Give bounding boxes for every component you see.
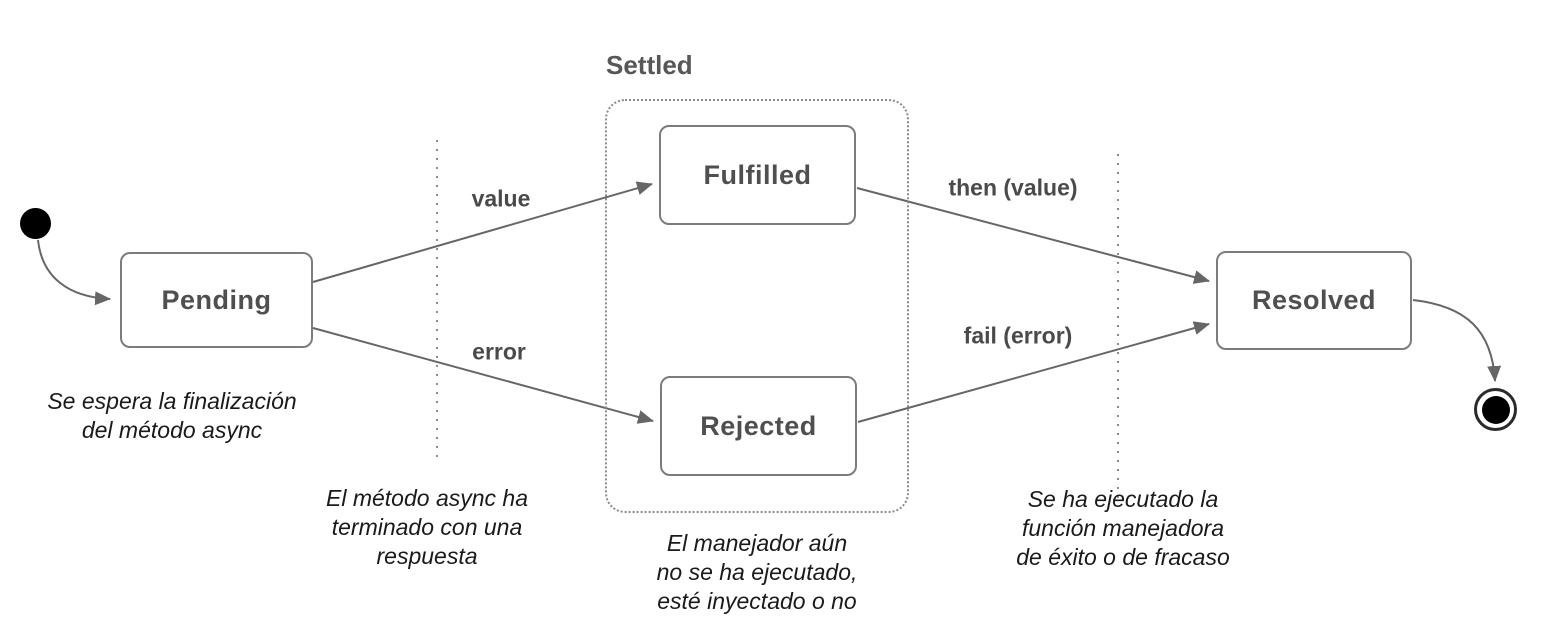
edge-label-error: error: [472, 338, 526, 365]
state-pending: Pending: [120, 252, 313, 348]
note-line: Se espera la finalización: [47, 388, 297, 414]
note-pending-state: Se espera la finalización del método asy…: [47, 387, 296, 445]
note-handler-not-executed: El manejador aún no se ha ejecutado, est…: [657, 529, 858, 617]
state-resolved: Resolved: [1216, 251, 1412, 350]
edge-pending-to-fulfilled: [312, 181, 653, 283]
note-line: función manejadora: [1021, 515, 1225, 542]
note-line: El manejador aún: [666, 530, 848, 556]
note-line: terminado con una: [331, 514, 523, 541]
edge-initial-to-pending: [37, 239, 111, 306]
note-handler-executed: Se ha ejecutado la función manejadora de…: [1016, 485, 1230, 573]
note-line: Se ha ejecutado la: [1027, 486, 1219, 512]
initial-state-dot: [20, 208, 51, 239]
note-line: de éxito o de fracaso: [1016, 544, 1230, 571]
note-line: no se ha ejecutado,: [656, 559, 858, 586]
edge-fulfilled-to-resolved: [856, 187, 1210, 284]
edge-resolved-to-final: [1412, 299, 1502, 382]
note-line: respuesta: [376, 543, 478, 570]
note-async-finished: El método async ha terminado con una res…: [326, 484, 528, 572]
note-line: del método async: [81, 417, 263, 444]
state-fulfilled: Fulfilled: [659, 125, 856, 225]
state-rejected-label: Rejected: [700, 410, 817, 441]
edge-label-fail-error: fail (error): [963, 322, 1073, 349]
note-line: esté inyectado o no: [657, 588, 857, 615]
edge-rejected-to-resolved: [857, 321, 1210, 423]
state-fulfilled-label: Fulfilled: [703, 159, 812, 190]
edge-label-then-value: then (value): [948, 174, 1078, 201]
edge-label-value: value: [471, 185, 531, 212]
state-resolved-label: Resolved: [1251, 285, 1377, 315]
settled-group-label: Settled: [606, 50, 693, 80]
edge-pending-to-rejected: [312, 327, 654, 424]
settled-group-container: [605, 99, 909, 513]
final-state-symbol: [1474, 388, 1517, 431]
note-line: El método async ha: [325, 485, 529, 511]
state-pending-label: Pending: [161, 284, 272, 315]
state-rejected: Rejected: [660, 376, 857, 476]
final-state-inner-dot: [1481, 395, 1510, 424]
